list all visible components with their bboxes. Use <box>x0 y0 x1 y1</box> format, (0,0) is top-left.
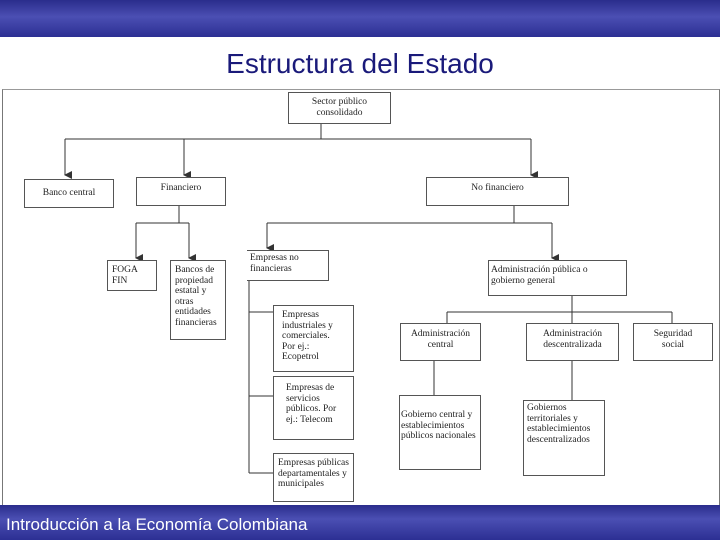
node-seguridad-social: Seguridad social <box>633 323 713 361</box>
bottom-banner <box>0 505 720 540</box>
node-empresas-no-financieras: Empresas no financieras <box>247 250 329 281</box>
connector-lines <box>64 123 673 474</box>
slide-footer: Introducción a la Economía Colombiana <box>6 515 308 534</box>
node-bancos: Bancos de propiedad estatal y otras enti… <box>170 260 226 340</box>
node-financiero: Financiero <box>136 177 226 206</box>
node-empresas-servicios: Empresas de servicios públicos. Por ej.:… <box>273 376 354 440</box>
node-banco-central: Banco central <box>24 179 114 208</box>
node-fogafin: FOGA FIN <box>107 260 157 291</box>
org-chart: Sector público consolidado Banco central… <box>2 89 720 505</box>
slide-title: Estructura del Estado <box>226 48 494 79</box>
node-no-financiero: No financiero <box>426 177 569 206</box>
top-banner <box>0 0 720 37</box>
node-sector-publico: Sector público consolidado <box>288 92 391 124</box>
node-administracion-publica: Administración pública o gobierno genera… <box>488 260 627 296</box>
node-gobierno-central: Gobierno central y establecimientos públ… <box>399 395 481 470</box>
node-empresas-industriales: Empresas industriales y comerciales. Por… <box>273 305 354 372</box>
node-empresas-publicas: Empresas públicas departamentales y muni… <box>273 453 354 502</box>
node-gobiernos-territoriales: Gobiernos territoriales y establecimient… <box>523 400 605 476</box>
node-administracion-descentralizada: Administración descentralizada <box>526 323 619 361</box>
node-administracion-central: Administración central <box>400 323 481 361</box>
